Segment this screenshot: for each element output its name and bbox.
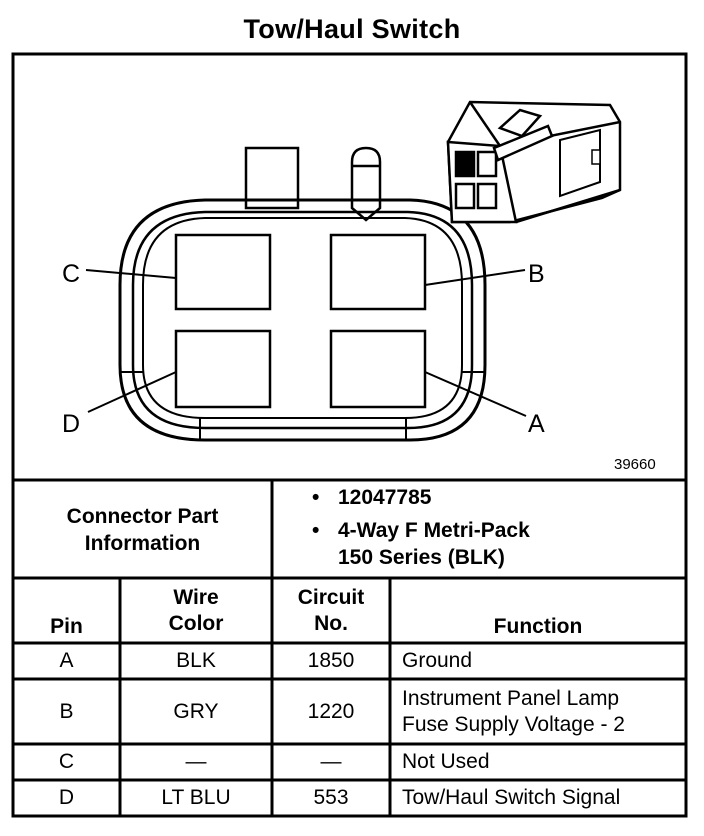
terminal-cavities	[174, 233, 427, 409]
connector-isometric-view	[446, 100, 622, 224]
row-a-pin: A	[59, 649, 74, 672]
connector-face	[118, 198, 487, 442]
row-b-circuit: 1220	[307, 699, 355, 723]
figure-number: 39660	[614, 456, 656, 473]
outer-frame	[11, 52, 688, 818]
header-pin: Pin	[50, 615, 83, 638]
connector-info-label: Connector Part Information	[13, 500, 272, 560]
connector-info-label-line2: Information	[84, 532, 201, 555]
row-a-circuit: 1850	[307, 649, 355, 672]
row-c-circuit: —	[320, 750, 342, 773]
connector-info-label-line1: Connector Part	[66, 505, 219, 528]
row-b-pin: B	[59, 699, 74, 723]
cavity-d	[174, 329, 272, 409]
header-circuit-line1: Circuit	[297, 585, 365, 609]
row-c-wire: —	[185, 750, 207, 773]
row-b-function-line1: Instrument Panel Lamp	[402, 686, 620, 710]
cavity-c	[174, 233, 272, 311]
connector-info-list: •12047785 •4-Way F Metri-Pack 150 Series…	[312, 484, 530, 571]
cavity-b	[329, 233, 427, 311]
row-c-pin: C	[58, 750, 75, 773]
connector-latch	[244, 146, 382, 222]
header-circuit-no: Circuit No.	[272, 578, 390, 643]
header-wire-color: Wire Color	[120, 578, 272, 643]
connector-type: 4-Way F Metri-Pack	[338, 519, 530, 542]
cavity-a	[329, 329, 427, 409]
header-function: Function	[493, 615, 583, 638]
header-wire-line2: Color	[168, 611, 224, 635]
connector-info-item: •12047785	[312, 486, 432, 509]
row-b-wire: GRY	[173, 699, 219, 723]
row-d-circuit: 553	[313, 786, 349, 809]
part-number: 12047785	[338, 486, 432, 509]
pin-label-c: C	[62, 260, 80, 288]
connector-info-item: 150 Series (BLK)	[312, 544, 530, 571]
row-d-function: Tow/Haul Switch Signal	[402, 786, 621, 809]
pin-label-a: A	[528, 410, 545, 438]
row-b-function-line2: Fuse Supply Voltage - 2	[402, 712, 625, 736]
page-title: Tow/Haul Switch	[243, 14, 461, 44]
row-a-function: Ground	[402, 649, 473, 672]
connector-series: 150 Series (BLK)	[338, 546, 505, 569]
row-b-function: Instrument Panel Lamp Fuse Supply Voltag…	[390, 679, 686, 744]
header-circuit-line2: No.	[314, 611, 348, 635]
row-d-wire: LT BLU	[161, 786, 231, 809]
connector-info-item: •4-Way F Metri-Pack	[312, 519, 530, 542]
header-wire-line1: Wire	[173, 585, 219, 609]
row-c-function: Not Used	[402, 750, 490, 773]
row-a-wire: BLK	[176, 649, 216, 672]
pin-label-b: B	[528, 260, 545, 288]
pin-leader-lines	[85, 269, 527, 417]
row-d-pin: D	[58, 786, 75, 809]
pin-label-d: D	[62, 410, 80, 438]
